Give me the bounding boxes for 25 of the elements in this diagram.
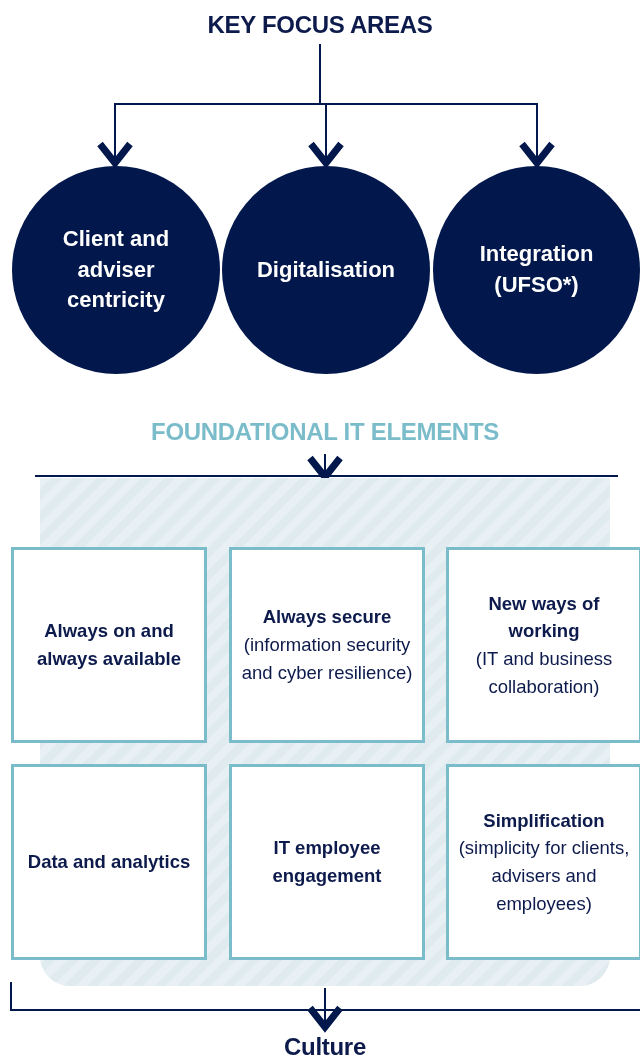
- element-box: [446, 547, 640, 743]
- box-title: Data and analytics: [27, 850, 191, 875]
- heading-text: Culture: [284, 1033, 366, 1061]
- element-box: [11, 547, 207, 743]
- element-box: [229, 764, 425, 960]
- arrow: [306, 987, 344, 1031]
- box-title: Always secure: [262, 605, 392, 630]
- box-description: (IT and business collaboration): [474, 647, 614, 699]
- section-heading: FOUNDATIONAL IT ELEMENTS: [151, 418, 499, 446]
- box-title: Always on and always available: [36, 619, 182, 671]
- circle-label: Integration (UFSO*): [478, 240, 595, 299]
- element-box: [229, 547, 425, 743]
- element-box: [11, 764, 207, 960]
- panel-background: [11, 478, 640, 986]
- circle-label: Digitalisation: [256, 255, 396, 284]
- arrow: [306, 453, 344, 481]
- box-description: (information security and cyber resilience): [240, 633, 414, 685]
- box-title: New ways of working: [487, 591, 601, 644]
- box-title: IT employee engagement: [271, 836, 383, 888]
- element-box: [446, 764, 640, 960]
- heading-text: KEY FOCUS AREAS: [207, 11, 433, 39]
- circle-label: Client and adviser centricity: [61, 224, 171, 315]
- arrow: [319, 43, 556, 167]
- box-title: Simplification: [483, 808, 605, 833]
- box-description: (simplicity for clients, advisers and employees): [457, 836, 631, 916]
